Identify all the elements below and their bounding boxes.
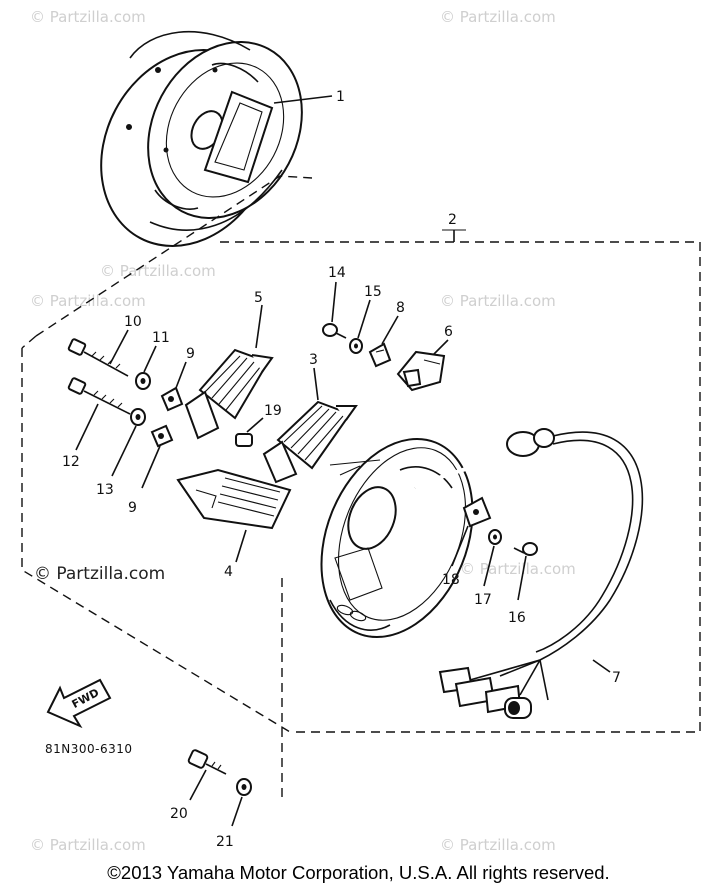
watermark: © Partzilla.com [440,8,556,26]
callout-10: 10 [124,314,142,330]
flywheel-rotor [100,30,303,247]
clamp-9-upper [160,386,184,412]
washer-11 [135,372,151,390]
washer-15 [349,338,363,354]
washer-17 [488,529,502,545]
coil-3 [262,400,358,484]
spacer-19 [235,433,253,447]
watermark: © Partzilla.com [34,564,166,584]
callout-9-upper: 9 [186,346,195,362]
callout-6: 6 [444,324,453,340]
watermark: © Partzilla.com [30,292,146,310]
pickup-coil-4 [176,468,292,530]
clamp-9-lower [150,424,174,448]
stator-base-plate [320,437,474,639]
watermark: © Partzilla.com [440,292,556,310]
callout-20: 20 [170,806,188,822]
callout-16: 16 [508,610,526,626]
connector-6 [396,350,446,392]
watermark: © Partzilla.com [30,836,146,854]
callout-14: 14 [328,265,346,281]
callout-13: 13 [96,482,114,498]
callout-18: 18 [442,572,460,588]
callout-9-lower: 9 [128,500,137,516]
bolt-20 [187,749,227,775]
callout-3: 3 [309,352,318,368]
screw-16 [513,542,538,556]
diagram-code: 81N300-6310 [45,742,133,756]
callout-4: 4 [224,564,233,580]
callout-15: 15 [364,284,382,300]
callout-2: 2 [448,212,457,228]
fwd-arrow-icon: FWD [46,678,112,729]
callout-11: 11 [152,330,170,346]
callout-21: 21 [216,834,234,850]
callout-1: 1 [336,89,345,105]
callout-7: 7 [612,670,621,686]
callout-19: 19 [264,403,282,419]
screw-12 [67,377,131,415]
washer-13 [130,408,146,426]
callout-12: 12 [62,454,80,470]
wire-harness [414,428,644,719]
watermark: © Partzilla.com [440,836,556,854]
screw-14 [322,323,347,339]
callout-5: 5 [254,290,263,306]
callout-17: 17 [474,592,492,608]
callout-8: 8 [396,300,405,316]
clamp-18 [462,496,492,528]
watermark: © Partzilla.com [30,8,146,26]
coil-5 [184,348,274,440]
copyright-footer: ©2013 Yamaha Motor Corporation, U.S.A. A… [107,862,610,883]
washer-21 [236,778,252,796]
screw-10 [67,338,129,377]
clamp-8 [368,342,392,368]
